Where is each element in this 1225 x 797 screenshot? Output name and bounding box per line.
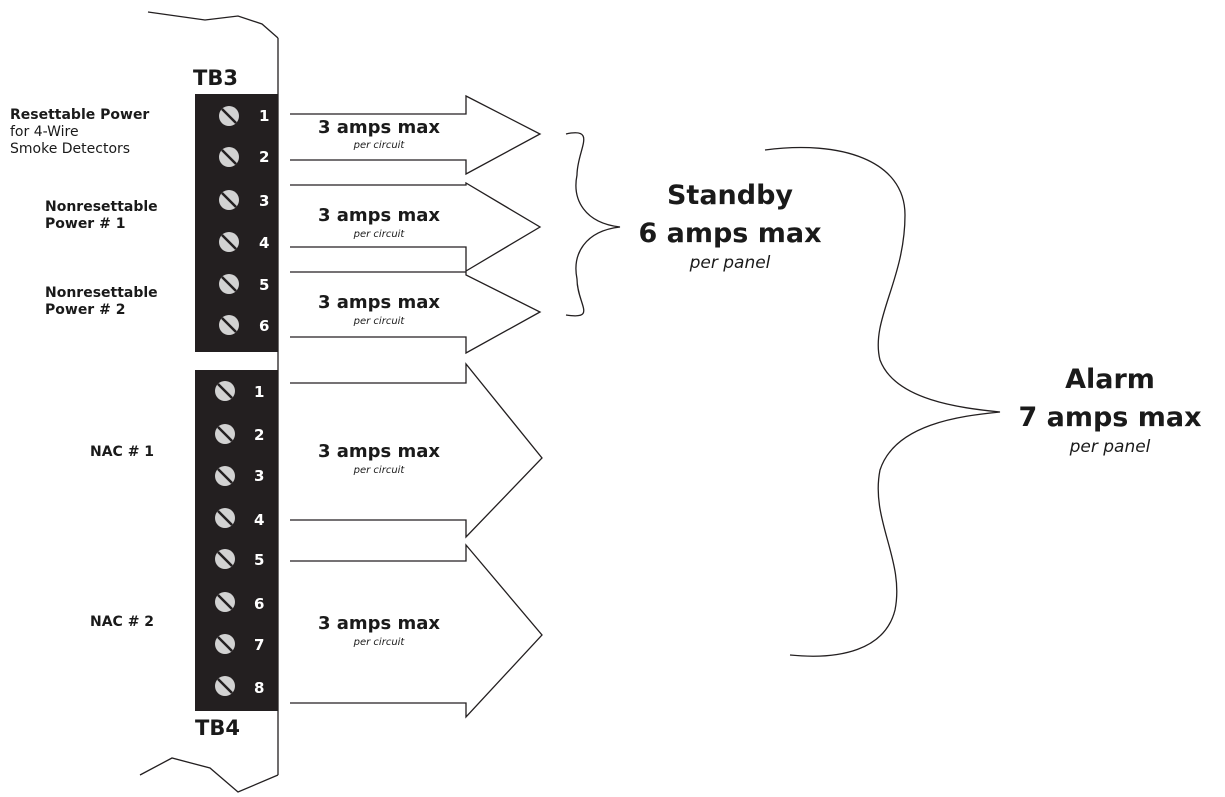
tb4-terminal-2: 2 (254, 426, 265, 444)
tb4-terminal-3: 3 (254, 467, 265, 485)
tb4-block (195, 370, 278, 711)
tb4-screw-1 (215, 381, 235, 401)
panel-edge-bottom (139, 757, 279, 793)
tb4-screw-5 (215, 549, 235, 569)
tb4-screw-4 (215, 508, 235, 528)
circuit-arrow-nonres2 (290, 271, 542, 355)
tb3-block (195, 94, 278, 352)
tb4-screw-7 (215, 634, 235, 654)
tb3-terminal-1: 1 (259, 107, 270, 125)
tb3-terminal-6: 6 (259, 317, 270, 335)
tb4-screw-6 (215, 592, 235, 612)
resettable-power-sub2: Smoke Detectors (10, 141, 131, 157)
nonresettable-1-sub: Power # 1 (45, 216, 126, 232)
alarm-amps: 7 amps max (1018, 402, 1202, 433)
alarm-brace (764, 146, 1001, 657)
circuit-arrow-nac1 (290, 362, 543, 539)
tb4-terminal-5: 5 (254, 551, 265, 569)
tb4-terminal-4: 4 (254, 511, 265, 529)
circuit-arrow-resettable (290, 94, 542, 176)
resettable-power-sub1: for 4-Wire (10, 124, 79, 140)
nac-1-label: NAC # 1 (90, 444, 155, 460)
tb3-terminal-3: 3 (259, 192, 270, 210)
tb3-screw-3 (219, 190, 239, 210)
circuit-arrow-nac2 (290, 543, 543, 719)
tb4-terminal-1: 1 (254, 383, 265, 401)
circuit-4-amps: 3 amps max (317, 441, 441, 462)
circuit-3-note: per circuit (353, 316, 405, 327)
circuit-arrow-nonres1 (290, 181, 542, 273)
standby-note: per panel (689, 253, 771, 273)
alarm-note: per panel (1069, 437, 1151, 457)
tb3-screw-2 (219, 147, 239, 167)
nonresettable-1-label: Nonresettable (45, 199, 158, 215)
tb4-screw-8 (215, 676, 235, 696)
circuit-1-amps: 3 amps max (317, 117, 441, 138)
nonresettable-2-sub: Power # 2 (45, 302, 126, 318)
tb3-screw-6 (219, 315, 239, 335)
standby-title: Standby (666, 180, 794, 211)
tb3-screw-4 (219, 232, 239, 252)
tb4-screw-2 (215, 424, 235, 444)
tb4-title: TB4 (195, 716, 240, 740)
circuit-5-amps: 3 amps max (317, 613, 441, 634)
standby-amps: 6 amps max (638, 218, 822, 249)
nac-2-label: NAC # 2 (90, 614, 155, 630)
tb3-terminal-2: 2 (259, 148, 270, 166)
tb3-screw-1 (219, 106, 239, 126)
tb3-terminal-5: 5 (259, 276, 270, 294)
tb3-terminal-4: 4 (259, 234, 270, 252)
nonresettable-2-label: Nonresettable (45, 285, 158, 301)
tb4-terminal-8: 8 (254, 679, 265, 697)
resettable-power-label: Resettable Power (10, 107, 150, 123)
panel-edge-top (147, 11, 279, 39)
alarm-title: Alarm (1065, 364, 1155, 395)
tb4-terminal-7: 7 (254, 636, 265, 654)
circuit-1-note: per circuit (353, 140, 405, 151)
circuit-3-amps: 3 amps max (317, 292, 441, 313)
tb3-title: TB3 (193, 66, 238, 90)
circuit-2-amps: 3 amps max (317, 205, 441, 226)
tb4-screw-3 (215, 466, 235, 486)
tb4-terminal-6: 6 (254, 595, 265, 613)
standby-brace (565, 132, 621, 317)
circuit-4-note: per circuit (353, 465, 405, 476)
circuit-2-note: per circuit (353, 229, 405, 240)
circuit-5-note: per circuit (353, 637, 405, 648)
tb3-screw-5 (219, 274, 239, 294)
